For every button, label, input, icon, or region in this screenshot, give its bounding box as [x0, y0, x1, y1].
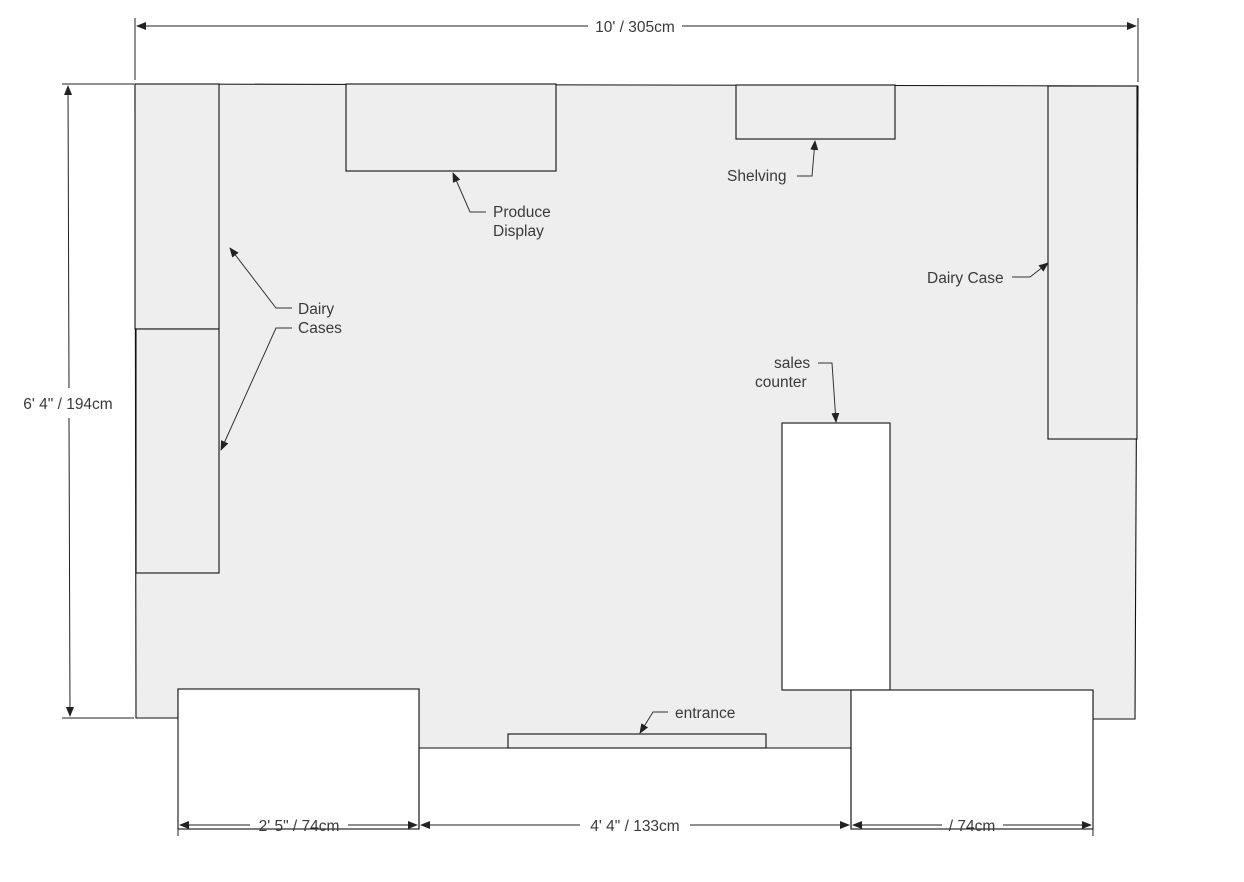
left-dimension-line-bottom — [65, 417, 74, 717]
dairy-case-left-lower — [135, 328, 220, 574]
store-floor — [134, 83, 1139, 749]
dairy-case-leader — [1012, 262, 1049, 278]
sales-counter-leader — [818, 362, 840, 423]
bottom-right-block — [850, 689, 1094, 830]
left-dimension-line-top — [64, 85, 73, 389]
shelving-leader — [797, 140, 819, 177]
dairy-case-left-upper — [134, 83, 220, 330]
top-width-dimension: 10' / 305cm — [595, 19, 675, 36]
sales-label-line1: sales — [774, 355, 810, 372]
bottom-left-block — [177, 688, 420, 830]
dairy-cases-leader-lower — [220, 327, 292, 451]
bottom-left-dimension: 2' 5" / 74cm — [259, 818, 340, 835]
bottom-right-dimension: / 74cm — [949, 818, 996, 835]
sales-counter — [781, 422, 891, 691]
produce-label-line1: Produce — [493, 204, 551, 221]
produce-leader — [452, 172, 486, 213]
left-height-dimension: 6' 4" / 194cm — [23, 396, 112, 413]
dairy-cases-leader-upper — [229, 247, 292, 309]
dairy-case-label: Dairy Case — [927, 270, 1004, 287]
shelving — [735, 84, 896, 140]
produce-display — [345, 83, 557, 172]
entrance-label: entrance — [675, 705, 735, 722]
entrance-leader — [639, 711, 668, 734]
produce-label-line2: Display — [493, 223, 544, 240]
dairy-cases-label-line1: Dairy — [298, 301, 334, 318]
bottom-middle-dimension: 4' 4" / 133cm — [590, 818, 679, 835]
entrance-threshold — [507, 733, 767, 749]
sales-label-line2: counter — [755, 374, 807, 391]
dairy-cases-label-line2: Cases — [298, 320, 342, 337]
shelving-label: Shelving — [727, 168, 786, 185]
dairy-case-right — [1047, 85, 1138, 440]
